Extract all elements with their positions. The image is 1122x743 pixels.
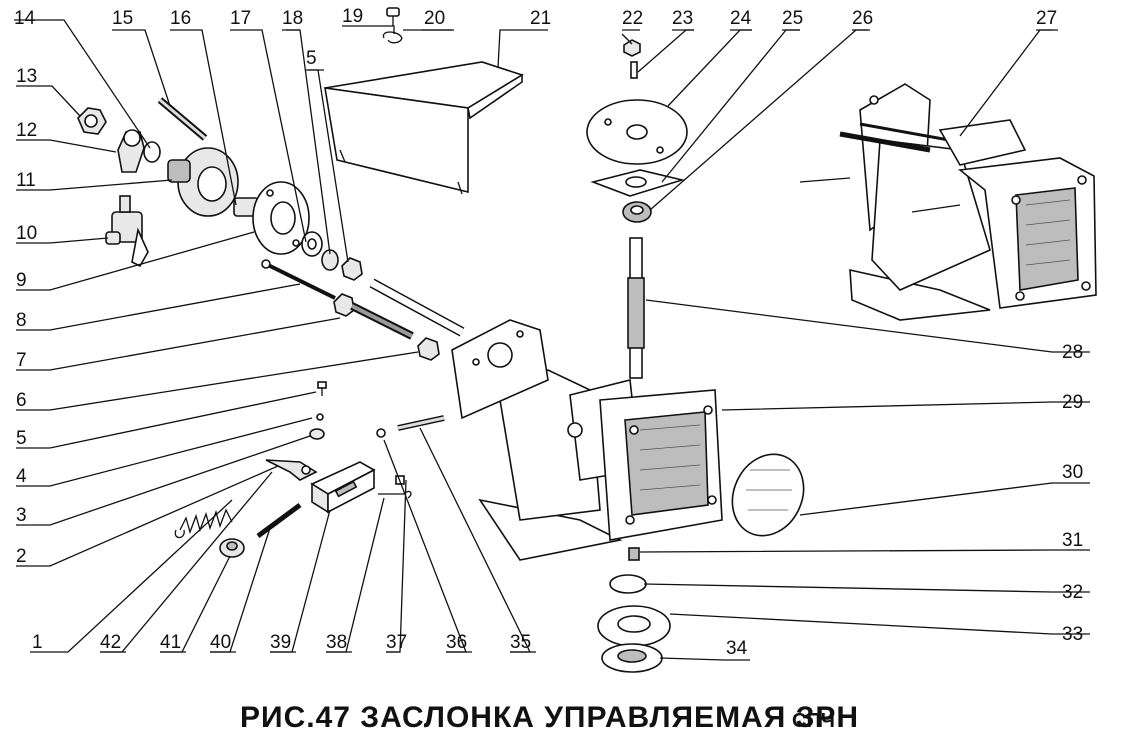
part-35-shaft — [397, 415, 445, 431]
callout-24: 24 — [730, 8, 752, 29]
callout-8: 8 — [16, 310, 27, 331]
callout-23: 23 — [672, 8, 693, 29]
figure-caption-suffix: СПЧ — [792, 710, 835, 732]
part-5-tube — [369, 278, 465, 337]
callout-18: 18 — [282, 8, 303, 29]
callout-34: 34 — [726, 638, 748, 659]
part-17-washer — [301, 231, 323, 257]
callout-35: 35 — [510, 632, 531, 653]
part-33-flange — [597, 605, 671, 647]
part-29-housing — [451, 319, 723, 561]
part-drawings — [77, 7, 1097, 673]
callout-10: 10 — [16, 223, 37, 244]
callout-3: 3 — [16, 505, 27, 526]
part-31-screw — [628, 547, 640, 561]
part-34-bushing — [601, 643, 663, 673]
callout-26: 26 — [852, 8, 873, 29]
callout-42: 42 — [100, 632, 121, 653]
part-20-clip — [382, 31, 403, 44]
callout-31: 31 — [1062, 530, 1083, 551]
part-22-nut — [623, 39, 641, 57]
part-9-gasket — [252, 181, 310, 255]
callout-4: 4 — [16, 466, 27, 487]
callout-36: 36 — [446, 632, 467, 653]
part-14-ring — [143, 141, 161, 163]
part-32-ring — [609, 574, 647, 594]
callout-12: 12 — [16, 120, 37, 141]
part-30-disc — [731, 453, 805, 537]
part-21-shield — [324, 61, 524, 195]
callout-6: 6 — [16, 390, 27, 411]
callout-38: 38 — [326, 632, 347, 653]
callout-33: 33 — [1062, 624, 1083, 645]
callout-40: 40 — [210, 632, 231, 653]
part-13-nut — [77, 107, 107, 135]
callout-13: 13 — [16, 66, 37, 87]
callout-7: 7 — [16, 350, 27, 371]
part-5-nut — [341, 257, 363, 281]
part-23-pin — [630, 61, 638, 79]
part-6-nut — [417, 337, 440, 361]
callout-30: 30 — [1062, 462, 1083, 483]
part-28-shaft — [627, 237, 645, 379]
callout-32: 32 — [1062, 582, 1083, 603]
callout-39: 39 — [270, 632, 291, 653]
figure-caption: РИС.47 ЗАСЛОНКА УПРАВЛЯЕМАЯ ЗРН — [240, 701, 859, 734]
part-26-bearing — [622, 201, 652, 223]
part-11-flange — [167, 147, 239, 217]
part-25-plate — [590, 169, 686, 197]
callout-28: 28 — [1062, 342, 1083, 363]
callout-labels: 14 15 16 17 18 19 20 21 5 22 23 24 25 26… — [14, 6, 1083, 659]
part-40-stud — [256, 502, 302, 539]
part-8-rod — [261, 259, 336, 300]
part-36-ball — [376, 428, 386, 438]
callout-22: 22 — [622, 8, 643, 29]
callout-11: 11 — [16, 170, 36, 191]
callout-41: 41 — [160, 632, 181, 653]
callout-21: 21 — [530, 8, 551, 29]
part-42-lever — [265, 459, 318, 481]
callout-5: 5 — [16, 428, 27, 449]
parts-small-hardware — [309, 381, 327, 440]
callout-17: 17 — [230, 8, 251, 29]
callout-25: 25 — [782, 8, 803, 29]
callout-9: 9 — [16, 270, 27, 291]
part-41-capnut — [219, 538, 245, 558]
leader-lines — [14, 19, 1090, 661]
callout-29: 29 — [1062, 392, 1083, 413]
callout-5-top: 5 — [306, 48, 317, 69]
part-39-block — [310, 461, 376, 514]
part-24-dial — [586, 99, 688, 165]
part-12-banjo — [117, 129, 145, 173]
callout-16: 16 — [170, 8, 191, 29]
part-15-stud — [157, 97, 208, 141]
part-19-screw — [386, 7, 400, 26]
part-7-bolt — [333, 293, 414, 340]
part-10-valve — [105, 195, 149, 268]
callout-2: 2 — [16, 546, 27, 567]
callout-37: 37 — [386, 632, 407, 653]
callout-15: 15 — [112, 8, 133, 29]
callout-27: 27 — [1036, 8, 1057, 29]
callout-20: 20 — [424, 8, 445, 29]
part-1-spring — [174, 508, 233, 539]
callout-1: 1 — [32, 632, 43, 653]
callout-19: 19 — [342, 6, 363, 27]
callout-14: 14 — [14, 8, 36, 29]
part-27-assembly — [799, 83, 1097, 321]
